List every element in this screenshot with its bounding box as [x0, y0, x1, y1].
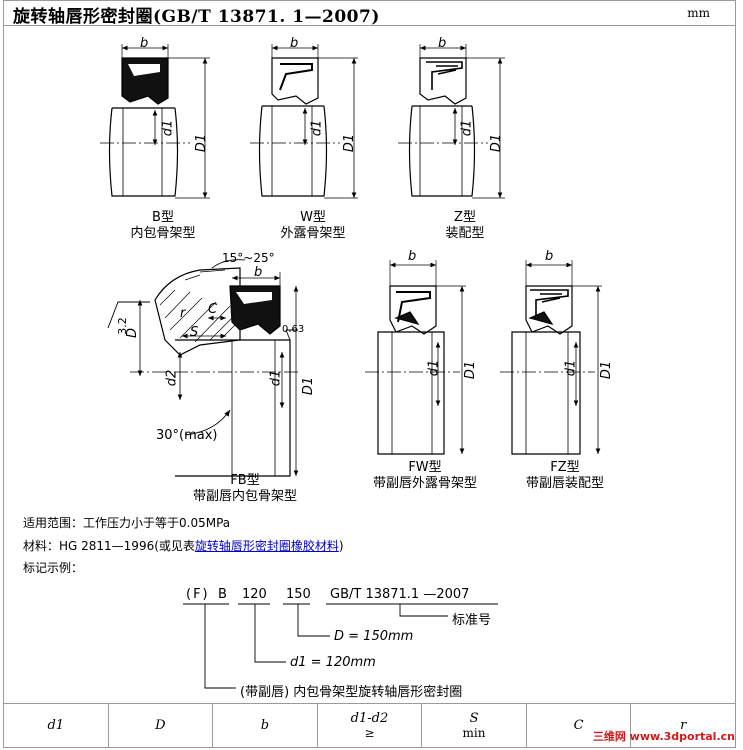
- fw-type-dim-D1: D1: [463, 360, 479, 380]
- w-type-name: W型: [300, 210, 326, 225]
- fb-type-dim-b: b: [254, 265, 263, 280]
- fw-type-dim-d1: d1: [426, 359, 442, 377]
- example-code-d1: 120: [242, 587, 267, 602]
- example-leader-lines: [183, 603, 498, 689]
- z-type-drawing: [398, 44, 505, 199]
- fz-type-dim-D1: D1: [599, 360, 615, 380]
- b-type-dim-d1: d1: [160, 119, 176, 137]
- fz-type-name: FZ型: [550, 460, 580, 475]
- fw-type-desc: 带副唇外露骨架型: [372, 476, 477, 491]
- watermark: 三维网 www.3dportal.cn: [592, 730, 735, 743]
- w-type-dim-D1: D1: [342, 133, 358, 153]
- table-header-cell: d1: [3, 703, 109, 748]
- example-code-b: B: [218, 587, 227, 602]
- w-type-drawing: [250, 44, 358, 199]
- b-type-drawing: [100, 44, 210, 199]
- page-frame: [3, 0, 736, 748]
- example-D-eq: D = 150mm: [334, 629, 414, 644]
- fw-type-dim-b: b: [408, 249, 417, 264]
- fb-type-dim-C: C: [208, 302, 218, 317]
- material-prefix: 材料：HG 2811—1996(或见表: [23, 539, 195, 553]
- example-heading: 标记示例：: [23, 561, 84, 575]
- rubber-material-link[interactable]: 旋转轴唇形密封圈橡胶材料: [194, 539, 339, 553]
- material-line: 材料：HG 2811—1996(或见表旋转轴唇形密封圈橡胶材料): [23, 539, 344, 554]
- example-standard-no: 标准号: [452, 613, 492, 628]
- z-type-desc: 装配型: [445, 226, 485, 241]
- unit-label: mm: [687, 6, 710, 20]
- fz-type-dim-d1: d1: [563, 359, 579, 377]
- b-type-dim-b: b: [140, 36, 149, 51]
- fz-type-drawing: [500, 260, 602, 455]
- fb-type-dim-d1: d1: [268, 369, 284, 387]
- table-header-cell: b: [212, 703, 318, 748]
- fb-type-dim-d2: d2: [164, 369, 180, 387]
- fw-type-caption: FW型 带副唇外露骨架型: [345, 460, 505, 492]
- example-code-D: 150: [286, 587, 311, 602]
- fb-type-dim-r: r: [180, 306, 186, 321]
- example-code-f: (F): [186, 587, 210, 602]
- material-suffix: ): [338, 539, 344, 553]
- w-type-caption: W型 外露骨架型: [268, 210, 358, 242]
- fw-type-drawing: [365, 260, 466, 455]
- z-type-caption: Z型 装配型: [420, 210, 510, 242]
- w-type-desc: 外露骨架型: [280, 226, 346, 241]
- w-type-dim-d1: d1: [309, 119, 325, 137]
- fb-type-desc: 带副唇内包骨架型: [192, 489, 297, 504]
- fb-rough-label-2: 0.63: [282, 324, 305, 335]
- fb-type-dim-S: S: [190, 325, 199, 340]
- page-title: 旋转轴唇形密封圈(GB/T 13871. 1—2007): [13, 7, 380, 27]
- fb-type-dim-D1: D1: [301, 376, 317, 396]
- fb-type-drawing: [107, 259, 300, 477]
- b-type-desc: 内包骨架型: [130, 226, 196, 241]
- seal-drawings: [100, 44, 602, 689]
- title-row: 旋转轴唇形密封圈(GB/T 13871. 1—2007) mm: [3, 0, 736, 27]
- z-type-dim-d1: d1: [459, 119, 475, 137]
- table-header-cell: r: [630, 703, 736, 748]
- example-desc: (带副唇) 内包骨架型旋转轴唇形密封圈: [240, 685, 463, 700]
- table-header-cell: d1-d2≥: [316, 703, 423, 748]
- fb-chamfer-label: 30°(max): [156, 428, 218, 443]
- table-header-cell: D: [107, 703, 214, 748]
- table-header-cell: C: [525, 703, 632, 748]
- fz-type-dim-b: b: [545, 249, 554, 264]
- fz-type-desc: 带副唇装配型: [525, 476, 604, 491]
- w-type-dim-b: b: [290, 36, 299, 51]
- fb-angle-label: 15°~25°: [222, 251, 275, 265]
- z-type-dim-b: b: [438, 36, 447, 51]
- fb-type-caption: FB型 带副唇内包骨架型: [165, 473, 325, 505]
- fb-type-name: FB型: [230, 473, 260, 488]
- b-type-name: B型: [152, 210, 174, 225]
- z-type-name: Z型: [454, 210, 476, 225]
- b-type-caption: B型 内包骨架型: [118, 210, 208, 242]
- example-d1-eq: d1 = 120mm: [290, 655, 376, 670]
- fz-type-caption: FZ型 带副唇装配型: [500, 460, 630, 492]
- b-type-dim-D1: D1: [194, 133, 210, 153]
- fw-type-name: FW型: [408, 460, 442, 475]
- fb-type-dim-D: D: [125, 327, 141, 339]
- example-code-std: GB/T 13871.1 —2007: [330, 587, 470, 602]
- z-type-dim-D1: D1: [489, 133, 505, 153]
- scope-line: 适用范围：工作压力小于等于0.05MPa: [23, 516, 231, 530]
